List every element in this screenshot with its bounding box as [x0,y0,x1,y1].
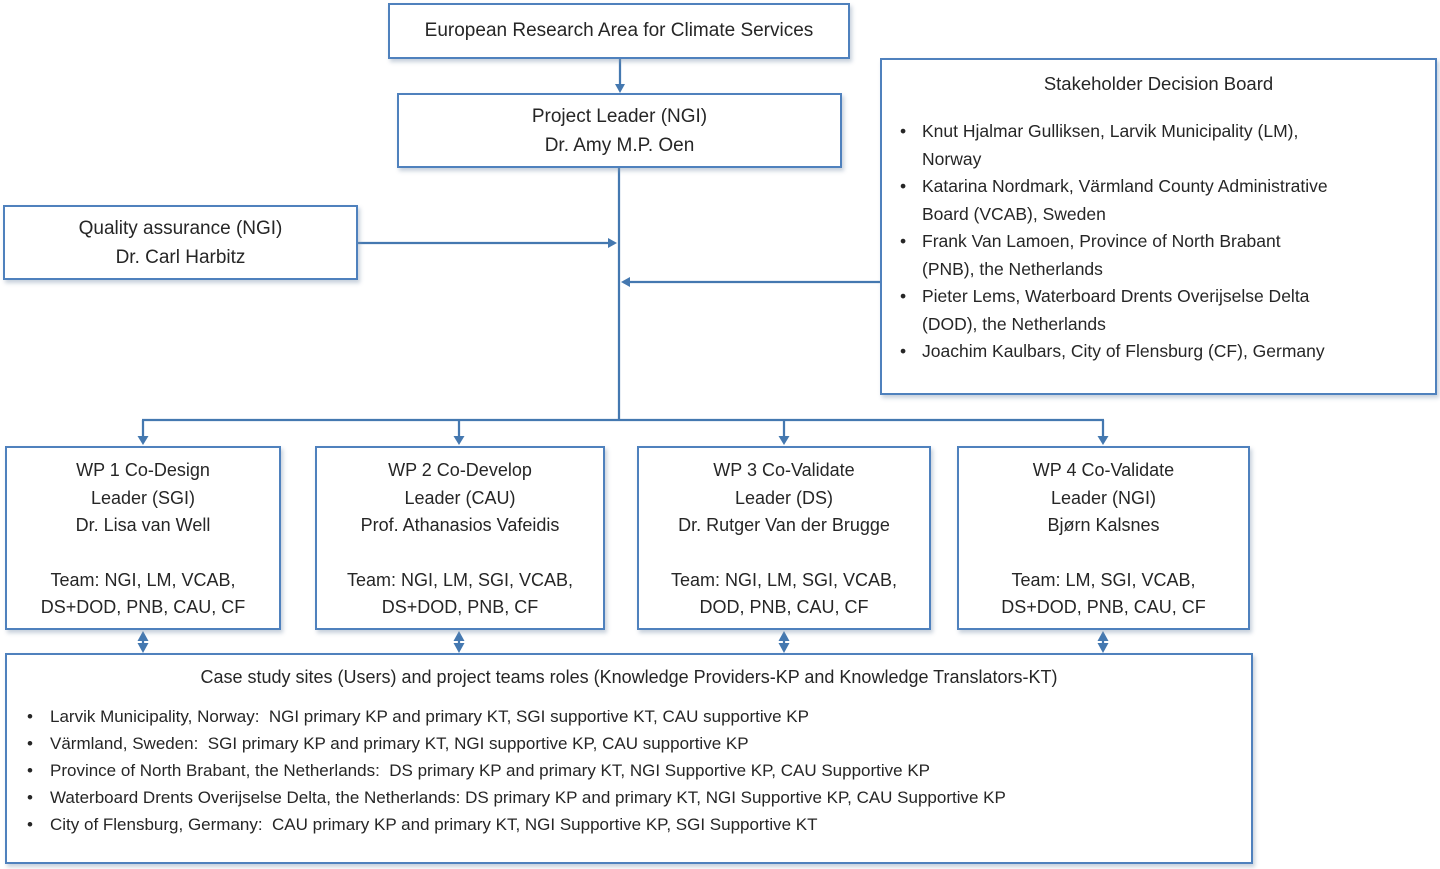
stakeholder-member: Joachim Kaulbars, City of Flensburg (CF)… [922,341,1325,361]
wp1-box: WP 1 Co-Design Leader (SGI) Dr. Lisa van… [5,446,281,630]
wp1-leader-name: Dr. Lisa van Well [75,515,211,535]
arrow-up-icon [137,631,149,641]
wp4-leader-name: Bjørn Kalsnes [1047,515,1160,535]
wp3-box: WP 3 Co-Validate Leader (DS) Dr. Rutger … [637,446,931,630]
stakeholder-member-list: • Knut Hjalmar Gulliksen, Larvik Municip… [882,95,1435,366]
project-leader-role: Project Leader (NGI) [531,105,708,127]
arrow-down-icon [137,436,149,445]
bullet-icon: • [900,286,907,306]
wp2-box: WP 2 Co-Develop Leader (CAU) Prof. Athan… [315,446,605,630]
wp3-leader-role: Leader (DS) [734,487,834,508]
list-item: • Katarina Nordmark, Värmland County Adm… [900,173,1429,228]
era-box: European Research Area for Climate Servi… [388,3,850,59]
quality-assurance-role: Quality assurance (NGI) [78,217,283,239]
list-item: • Larvik Municipality, Norway: NGI prima… [27,703,1243,730]
quality-assurance-name: Dr. Carl Harbitz [115,246,246,268]
bullet-icon: • [900,231,907,251]
arrow-down-icon [1097,643,1109,653]
wp3-team: Team: NGI, LM, SGI, VCAB, DOD, PNB, CAU,… [670,569,898,618]
bullet-icon: • [27,761,33,780]
list-item: • Waterboard Drents Overijselse Delta, t… [27,784,1243,811]
wp1-team: Team: NGI, LM, VCAB, DS+DOD, PNB, CAU, C… [40,569,246,618]
list-item: • City of Flensburg, Germany: CAU primar… [27,811,1243,838]
list-item: • Frank Van Lamoen, Province of North Br… [900,228,1429,283]
arrow-up-icon [453,631,465,641]
wp2-leader-name: Prof. Athanasios Vafeidis [360,515,560,535]
bullet-icon: • [27,707,33,726]
case-study-site: Larvik Municipality, Norway: NGI primary… [50,707,809,726]
era-title: European Research Area for Climate Servi… [424,20,814,41]
bullet-icon: • [27,815,33,834]
list-item: • Värmland, Sweden: SGI primary KP and p… [27,730,1243,757]
wp4-title: WP 4 Co-Validate [1032,460,1175,480]
wp4-box: WP 4 Co-Validate Leader (NGI) Bjørn Kals… [957,446,1250,630]
wp1-title: WP 1 Co-Design [76,460,210,480]
case-study-site: Waterboard Drents Overijselse Delta, the… [50,788,1006,807]
arrow-down-icon [1097,436,1109,445]
arrow-down-icon [778,436,790,445]
arrow-down-icon [615,84,625,93]
case-study-title: Case study sites (Users) and project tea… [200,667,1058,687]
arrow-left-icon [621,277,630,287]
wp4-leader-role: Leader (NGI) [1050,487,1157,508]
case-study-site: Province of North Brabant, the Netherlan… [50,761,930,780]
list-item: • Joachim Kaulbars, City of Flensburg (C… [900,338,1429,366]
wp2-title: WP 2 Co-Develop [388,460,532,480]
quality-assurance-box: Quality assurance (NGI) Dr. Carl Harbitz [3,205,358,280]
bullet-icon: • [900,121,907,141]
bullet-icon: • [27,734,33,753]
stakeholder-member: Frank Van Lamoen, Province of North Brab… [922,231,1281,279]
list-item: • Pieter Lems, Waterboard Drents Overijs… [900,283,1429,338]
bullet-icon: • [27,788,33,807]
case-study-site-list: • Larvik Municipality, Norway: NGI prima… [7,688,1251,838]
arrow-up-icon [778,631,790,641]
project-leader-name: Dr. Amy M.P. Oen [544,134,695,156]
wp2-team: Team: NGI, LM, SGI, VCAB, DS+DOD, PNB, C… [346,569,574,618]
case-study-site: City of Flensburg, Germany: CAU primary … [50,815,818,834]
arrow-right-icon [608,238,617,248]
stakeholder-member: Pieter Lems, Waterboard Drents Overijsel… [922,286,1310,334]
wp4-team: Team: LM, SGI, VCAB, DS+DOD, PNB, CAU, C… [1001,569,1206,618]
case-study-box: Case study sites (Users) and project tea… [5,653,1253,864]
arrow-down-icon [453,436,465,445]
wp2-leader-role: Leader (CAU) [404,487,516,508]
arrow-up-icon [1097,631,1109,641]
bullet-icon: • [900,176,907,196]
arrow-down-icon [778,643,790,653]
wp3-title: WP 3 Co-Validate [713,460,855,480]
stakeholder-member: Knut Hjalmar Gulliksen, Larvik Municipal… [922,121,1299,169]
stakeholder-board-title: Stakeholder Decision Board [1043,73,1274,94]
wp3-leader-name: Dr. Rutger Van der Brugge [678,515,890,535]
project-leader-box: Project Leader (NGI) Dr. Amy M.P. Oen [397,93,842,168]
wp1-leader-role: Leader (SGI) [90,487,196,508]
stakeholder-board-box: Stakeholder Decision Board • Knut Hjalma… [880,58,1437,395]
list-item: • Knut Hjalmar Gulliksen, Larvik Municip… [900,118,1429,173]
stakeholder-member: Katarina Nordmark, Värmland County Admin… [922,176,1328,224]
bullet-icon: • [900,341,907,361]
list-item: • Province of North Brabant, the Netherl… [27,757,1243,784]
arrow-down-icon [453,643,465,653]
arrow-down-icon [137,643,149,653]
case-study-site: Värmland, Sweden: SGI primary KP and pri… [50,734,749,753]
